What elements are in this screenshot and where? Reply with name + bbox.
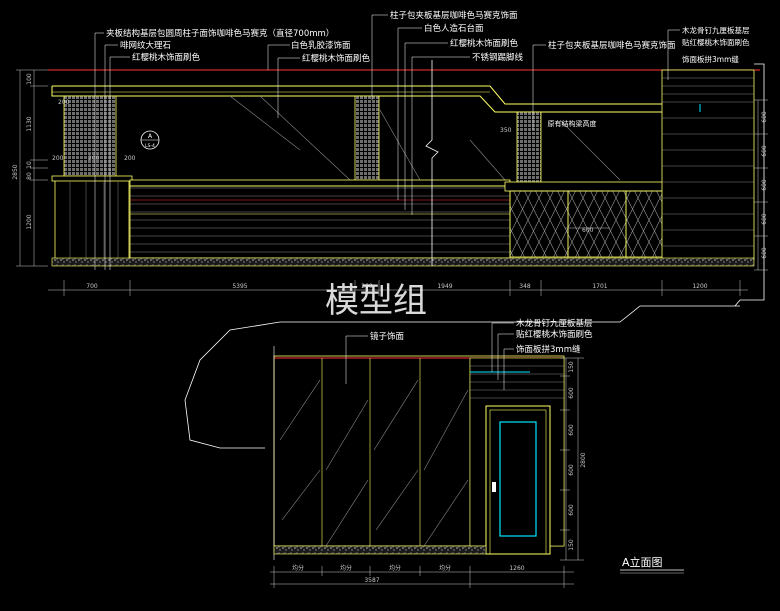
dim-left-0: 2850 <box>12 164 19 179</box>
upper-note-7: 红樱桃木饰面刷色 <box>450 38 519 49</box>
upper-note-9: 柱子包夹板基层咖啡色马赛克饰面 <box>548 40 676 51</box>
chevron-panel-left <box>509 190 569 258</box>
dim-h-1: 5395 <box>232 283 247 290</box>
door-frame <box>485 405 551 555</box>
dim-h-0: 700 <box>86 283 98 290</box>
dim-right-1: 600 <box>761 145 768 157</box>
lower-dim-h-2: 均分 <box>389 564 401 572</box>
dim-left-5: 1200 <box>26 214 33 229</box>
floor-strip <box>51 257 755 267</box>
lower-dim-h-4: 1260 <box>509 565 524 572</box>
upper-note-2: 红樱桃木饰面刷色 <box>132 52 201 63</box>
dim-right-4: 600 <box>761 247 768 259</box>
upper-note-6: 白色人造石台面 <box>424 23 484 34</box>
lower-floor-strip <box>273 545 487 555</box>
beam-height-note: 原有结构梁高度 <box>548 119 597 128</box>
dim-inner-3: 200 <box>124 155 136 162</box>
lower-dim-v-4: 600 <box>568 504 575 516</box>
counter-top <box>129 179 511 187</box>
lower-note-1: 木龙骨钉九厘板基层 <box>516 318 593 329</box>
dim-inner-2: 200 <box>88 155 100 162</box>
lower-elevation: 镜子饰面 木龙骨钉九厘板基层 贴红樱桃木饰面刷色 饰面板拼3mm缝 150 60… <box>184 305 740 588</box>
upper-elevation: A LS-4 原有结构梁高度 夹板结构基层包圆周柱子面饰咖啡色马赛克（直径700… <box>12 10 768 307</box>
upper-note-8: 不锈钢踢脚线 <box>472 52 524 63</box>
break-line-vertical <box>425 60 439 266</box>
dim-h-2: 200 <box>361 283 373 290</box>
watermark: 模型组 <box>325 281 427 321</box>
lower-dim-height: 2800 <box>580 452 587 467</box>
lower-dim-v-5: 150 <box>568 539 575 551</box>
dim-inner-0: 200 <box>58 99 70 106</box>
right-wall-panel <box>661 69 755 261</box>
column-right-mosaic <box>516 111 542 183</box>
dim-h-5: 1701 <box>592 283 607 290</box>
left-cabinet-top <box>51 175 133 182</box>
section-marker-letter: A <box>148 133 153 140</box>
dim-inner-1: 200 <box>52 155 64 162</box>
dim-right-3: 600 <box>761 213 768 225</box>
upper-note-3: 白色乳胶漆饰面 <box>291 40 351 51</box>
section-marker-sheet: LS-4 <box>145 143 155 149</box>
lower-dim-total: 3587 <box>364 577 379 584</box>
drawing-title: A立面图 <box>622 555 663 569</box>
dim-h-3: 1949 <box>437 283 452 290</box>
lower-dim-v-1: 600 <box>568 387 575 399</box>
upper-note-0: 夹板结构基层包圆周柱子面饰咖啡色马赛克（直径700mm） <box>106 28 334 39</box>
dim-left-4: 80 <box>26 172 33 180</box>
dim-left-1: 100 <box>26 73 33 85</box>
dim-h-4: 348 <box>519 283 531 290</box>
dim-h-6: 1200 <box>692 283 707 290</box>
dim-left-2: 1130 <box>26 116 33 131</box>
column-center-mosaic <box>354 95 380 181</box>
lower-dim-h-1: 均分 <box>340 564 352 572</box>
counter-body <box>129 185 511 259</box>
door-leaf <box>489 409 547 555</box>
chevron-panel-mid <box>567 190 627 258</box>
break-line-right <box>734 63 765 307</box>
dim-inner-4: 350 <box>500 127 512 134</box>
upper-note-12: 饰面板拼3mm缝 <box>682 54 739 64</box>
door-handle <box>492 482 496 492</box>
upper-note-5: 柱子包夹板基层咖啡色马赛克饰面 <box>390 10 518 21</box>
upper-note-1: 啡网纹大理石 <box>120 40 171 51</box>
left-cabinet <box>54 177 130 261</box>
lower-note-2: 贴红樱桃木饰面刷色 <box>516 329 593 340</box>
lower-dim-v-3: 600 <box>568 464 575 476</box>
upper-note-11: 贴红樱桃木饰面刷色 <box>682 37 750 47</box>
lower-note-0: 镜子饰面 <box>370 331 405 342</box>
upper-note-10: 木龙骨钉九厘板基层 <box>682 25 750 35</box>
lower-dim-v-0: 150 <box>568 361 575 373</box>
door-glass <box>499 421 537 537</box>
dim-left-3: 10 <box>26 161 33 169</box>
lower-dim-v-2: 600 <box>568 424 575 436</box>
column-left-mosaic <box>63 95 117 177</box>
dim-inner-5: 600 <box>582 227 594 234</box>
upper-note-4: 红樱桃木饰面刷色 <box>302 53 371 64</box>
lower-note-3: 饰面板拼3mm缝 <box>516 344 581 355</box>
lower-break-outline <box>184 305 740 449</box>
dim-right-2: 600 <box>761 179 768 191</box>
lower-dim-h-0: 均分 <box>292 564 304 572</box>
dim-right-0: 600 <box>761 111 768 123</box>
lower-dim-h-3: 均分 <box>439 564 451 572</box>
